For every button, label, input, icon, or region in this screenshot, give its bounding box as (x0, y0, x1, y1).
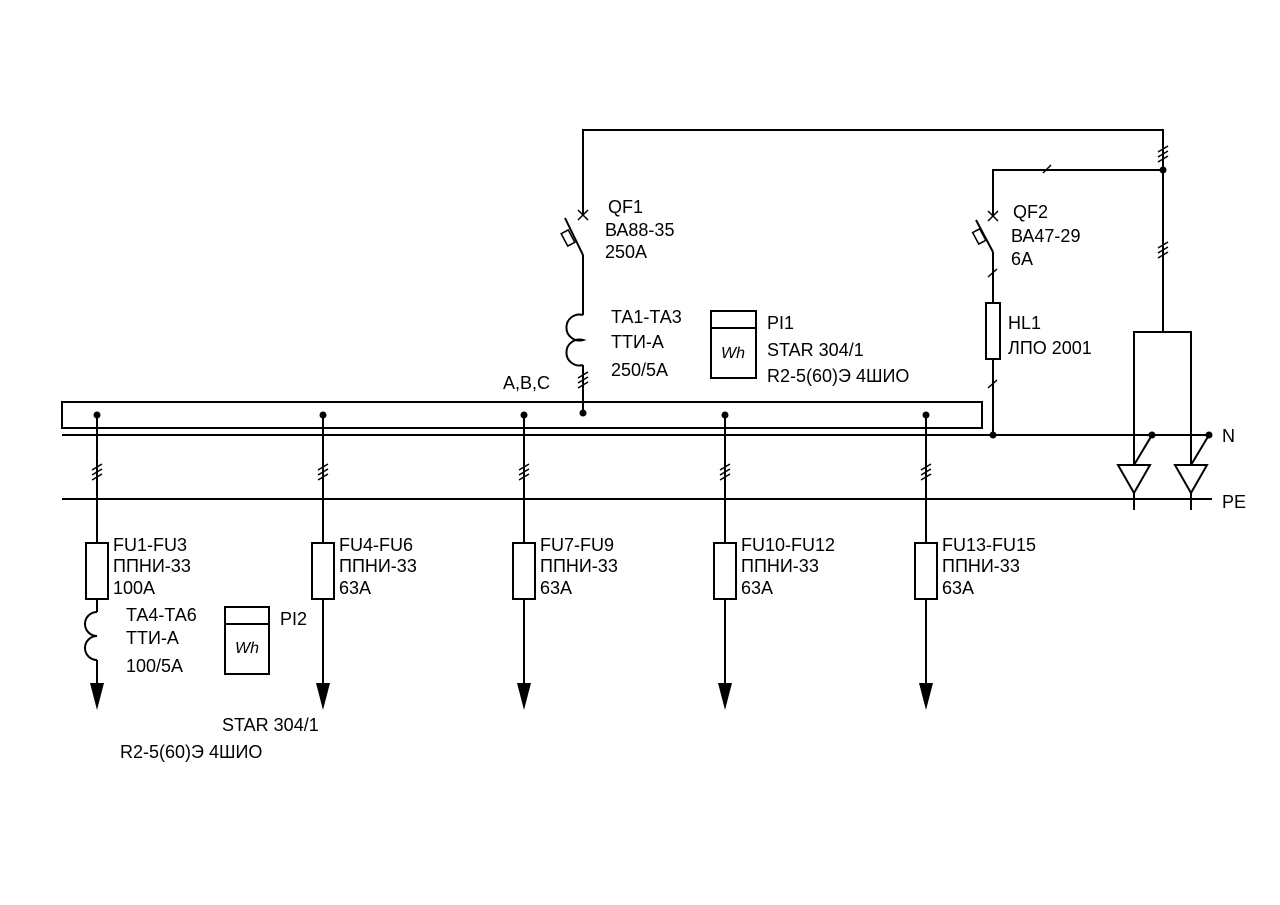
feeder-model: ППНИ-33 (942, 556, 1020, 576)
feeder-rating: 63А (741, 578, 773, 598)
feeder-arrow (316, 683, 330, 710)
pi2-meter: Wh (224, 606, 270, 675)
qf2-ref: QF2 (1013, 202, 1048, 222)
qf1-rating: 250А (605, 242, 647, 262)
ta-feeder-ratio: 100/5А (126, 656, 183, 676)
feeder-group: FU1-FU3ППНИ-33100АFU4-FU6ППНИ-3363АFU7-F… (85, 411, 1036, 710)
phase-tick (91, 463, 103, 471)
fuse-symbol (311, 542, 335, 600)
top-supply-wire (582, 129, 1164, 332)
phase-tick (920, 463, 932, 471)
qf1-breaker (560, 209, 589, 315)
phase-tick (91, 468, 103, 476)
phase-tick (518, 463, 530, 471)
feeder-rating: 63А (540, 578, 572, 598)
feeder-model: ППНИ-33 (741, 556, 819, 576)
ta-feeder-ref: ТА4-ТА6 (126, 605, 197, 625)
qf2-rating: 6А (1011, 249, 1033, 269)
feeder-rating: 100А (113, 578, 155, 598)
ta-main-ref: ТА1-ТА3 (611, 307, 682, 327)
neutral-bus-label: N (1222, 426, 1235, 446)
feeder-model: ППНИ-33 (113, 556, 191, 576)
junction-dot (1159, 166, 1167, 174)
pi1-wh-label: Wh (721, 345, 745, 362)
feeder-ref: FU4-FU6 (339, 535, 413, 555)
feeder-arrow (90, 683, 104, 710)
phase-tick (719, 468, 731, 476)
wire-tick-marks (1042, 145, 1169, 259)
feeder-model: ППНИ-33 (339, 556, 417, 576)
feeder-rating: 63А (339, 578, 371, 598)
feeder-ref: FU7-FU9 (540, 535, 614, 555)
pi1-ref: PI1 (767, 313, 794, 333)
fuse-symbol (512, 542, 536, 600)
phase-tick (91, 473, 103, 481)
fuse-symbol (914, 542, 938, 600)
hl1-model: ЛПО 2001 (1008, 338, 1092, 358)
qf2-model: ВА47-29 (1011, 226, 1080, 246)
phase-tick (518, 468, 530, 476)
ta-main-ratio: 250/5А (611, 360, 668, 380)
qf1-model: ВА88-35 (605, 220, 674, 240)
feeder-ref: FU10-FU12 (741, 535, 835, 555)
hl1-lamp (985, 302, 1001, 439)
phase-tick (317, 468, 329, 476)
phase-bus-label: A,B,C (503, 373, 550, 393)
phase-tick (920, 473, 932, 481)
pi1-model: STAR 304/1 (767, 340, 864, 360)
ta-feeder-transformer (84, 611, 98, 661)
phase-tick (920, 468, 932, 476)
ta-main-model: ТТИ-А (611, 332, 664, 352)
feeder-arrow (919, 683, 933, 710)
pi1-spec: R2-5(60)Э 4ШИО (767, 366, 909, 386)
phase-tick (317, 463, 329, 471)
hl1-ref: HL1 (1008, 313, 1041, 333)
qf1-ref: QF1 (608, 197, 643, 217)
phase-tick (317, 473, 329, 481)
pi2-ref: PI2 (280, 609, 307, 629)
qf2-supply-wire (992, 169, 1163, 215)
feeder-ref: FU13-FU15 (942, 535, 1036, 555)
phase-tick (719, 473, 731, 481)
feeder-arrow (517, 683, 531, 710)
ta-main-transformer (565, 313, 589, 417)
fuse-symbol (713, 542, 737, 600)
feeder-arrow (718, 683, 732, 710)
feeder-ref: FU1-FU3 (113, 535, 187, 555)
phase-tick (518, 473, 530, 481)
qf2-breaker (971, 210, 999, 303)
fuse-symbol (85, 542, 109, 600)
pi2-model: STAR 304/1 (222, 715, 319, 735)
phase-busbar (61, 401, 983, 429)
pi2-spec: R2-5(60)Э 4ШИО (120, 742, 262, 762)
surge-protector (1116, 331, 1213, 510)
pi1-meter: Wh (710, 310, 757, 379)
pe-bus-label: PE (1222, 492, 1246, 512)
phase-tick (719, 463, 731, 471)
pi2-wh-label: Wh (235, 640, 259, 657)
feeder-rating: 63А (942, 578, 974, 598)
feeder-model: ППНИ-33 (540, 556, 618, 576)
ta-feeder-model: ТТИ-А (126, 628, 179, 648)
